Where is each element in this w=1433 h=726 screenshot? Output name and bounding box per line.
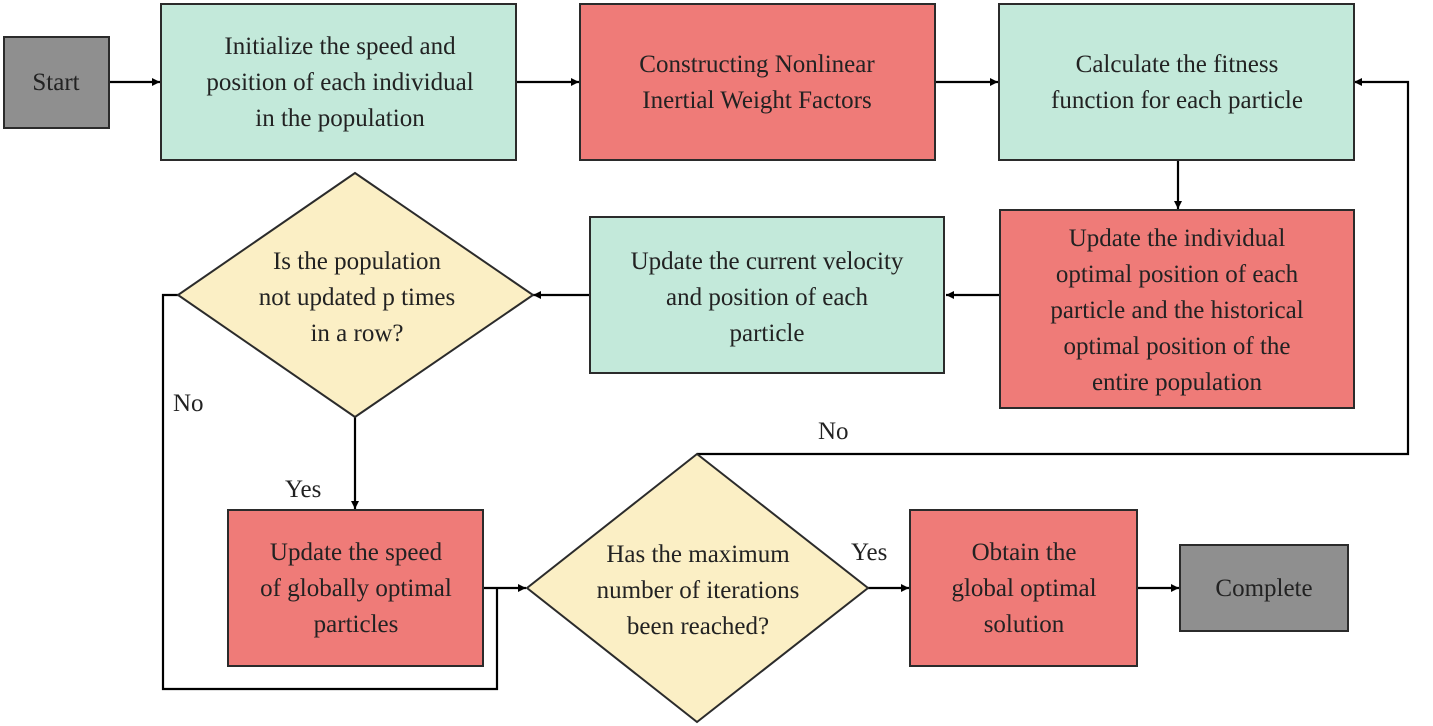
edge-decision-iterations-no [697, 78, 1410, 456]
fitness-label: Calculate the fitness function for each p… [1051, 51, 1303, 114]
node-text-line: solution [984, 611, 1065, 638]
node-text-line: Is the population [273, 248, 442, 275]
update-velocity-box [589, 216, 945, 374]
start-box [3, 36, 110, 129]
node-decision-iterations: Has the maximum number of iterations been … [525, 452, 870, 724]
population-no-label: No [173, 390, 204, 417]
node-text-line: in a row? [310, 320, 403, 347]
node-text-line: Calculate the fitness [1076, 51, 1279, 78]
population-yes-label: Yes [285, 476, 321, 503]
node-text-line: of globally optimal [260, 575, 452, 602]
node-text-line: Update the current velocity [631, 248, 904, 275]
node-text-line: optimal position of each [1056, 261, 1299, 288]
decision-population-diamond [176, 171, 535, 419]
node-text-line: entire population [1092, 369, 1263, 396]
node-text-line: Constructing Nonlinear [639, 51, 875, 78]
node-text-line: and position of each [666, 284, 869, 311]
node-text-line: function for each particle [1051, 87, 1303, 114]
node-text-line: in the population [255, 105, 425, 132]
start-label: Start [32, 69, 79, 96]
node-text-line: Start [32, 69, 79, 96]
node-text-line: particle and the historical [1050, 297, 1303, 324]
edge-decision-population-no [161, 293, 499, 691]
iterations-yes-label: Yes [851, 539, 887, 566]
node-text-line: Inertial Weight Factors [642, 87, 871, 114]
node-text-line: position of each individual [206, 69, 473, 96]
complete-label: Complete [1215, 575, 1312, 602]
init-label: Initialize the speed and position of each… [206, 33, 473, 132]
connectors [109, 78, 1410, 691]
node-update-speed-global: Update the speed of globally optimal parti… [227, 509, 484, 667]
node-text-line: optimal position of the [1063, 333, 1290, 360]
node-text-line: particles [314, 611, 399, 638]
node-start: Start [3, 36, 110, 129]
update-velocity-label: Update the current velocity and position … [631, 248, 904, 347]
node-text-line: Initialize the speed and [224, 33, 456, 60]
node-complete: Complete [1179, 544, 1349, 632]
decision-iterations-diamond [525, 452, 870, 724]
init-box [160, 3, 517, 161]
update-optimal-box [999, 209, 1355, 409]
update-speed-global-box [227, 509, 484, 667]
node-init: Initialize the speed and position of each… [160, 3, 517, 161]
node-text-line: Obtain the [972, 539, 1077, 566]
node-text-line: Update the speed [270, 539, 443, 566]
node-fitness: Calculate the fitness function for each p… [998, 3, 1355, 161]
node-text-line: number of iterations [597, 577, 800, 604]
node-text-line: global optimal [951, 575, 1096, 602]
node-obtain-solution: Obtain the global optimal solution [909, 509, 1138, 667]
iterations-no-label: No [818, 418, 849, 445]
node-text-line: not updated p times [259, 284, 456, 311]
decision-iterations-label: Has the maximum number of iterations been … [597, 541, 800, 640]
update-speed-global-label: Update the speed of globally optimal parti… [260, 539, 452, 638]
update-optimal-label: Update the individual optimal position of… [1050, 225, 1303, 396]
node-text-line: Has the maximum [606, 541, 790, 568]
node-decision-population: Is the population not updated p times in a… [176, 171, 535, 419]
node-text-line: Complete [1215, 575, 1312, 602]
node-update-optimal: Update the individual optimal position of… [999, 209, 1355, 409]
node-text-line: been reached? [627, 613, 769, 640]
construct-box [579, 3, 936, 161]
obtain-solution-box [909, 509, 1138, 667]
complete-box [1179, 544, 1349, 632]
obtain-solution-label: Obtain the global optimal solution [951, 539, 1096, 638]
fitness-box [998, 3, 1355, 161]
node-update-velocity: Update the current velocity and position … [589, 216, 945, 374]
decision-population-label: Is the population not updated p times in a… [259, 248, 456, 347]
node-text-line: Update the individual [1069, 225, 1286, 252]
node-text-line: particle [730, 320, 805, 347]
